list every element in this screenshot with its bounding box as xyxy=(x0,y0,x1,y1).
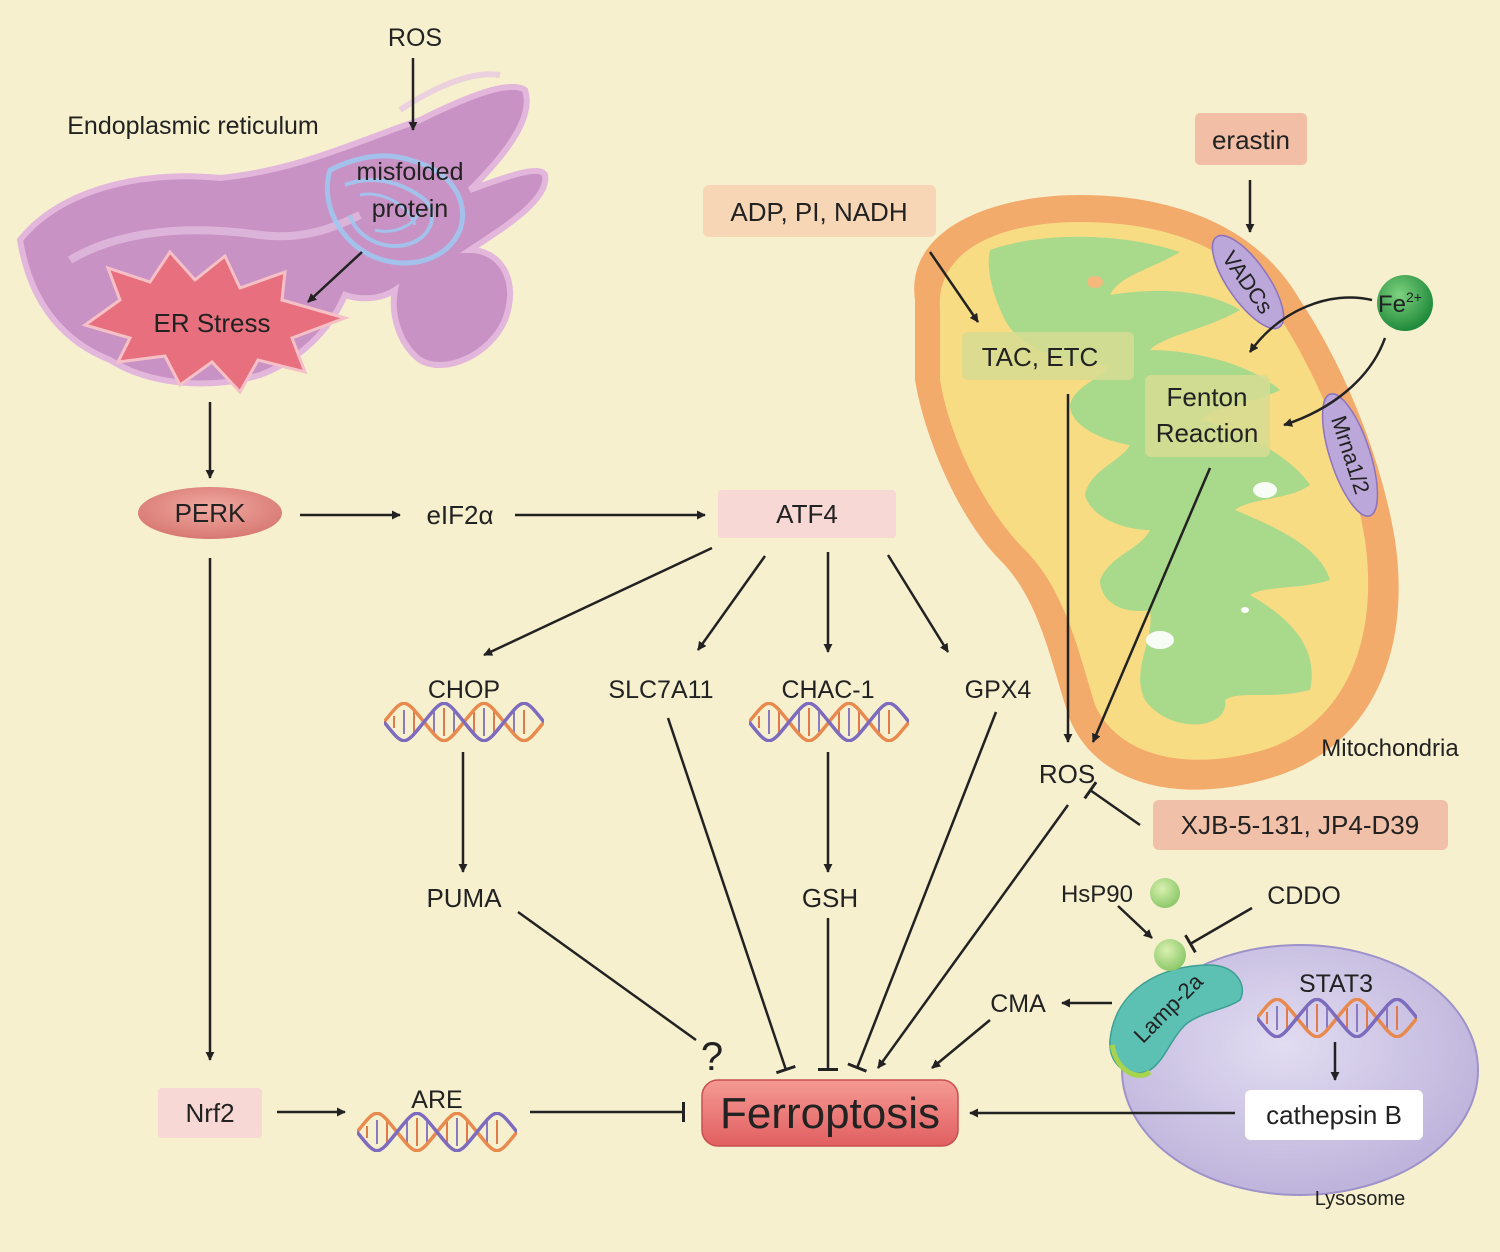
adp-label: ADP, PI, NADH xyxy=(730,197,907,227)
misfolded-label-2: protein xyxy=(372,195,448,223)
tac-etc-label: TAC, ETC xyxy=(982,342,1099,372)
fe-ion-ball xyxy=(1377,275,1433,331)
arrow-atf4-to-slc7a11 xyxy=(696,555,767,651)
are-label: ARE xyxy=(411,1086,462,1114)
cathepsin-label: cathepsin B xyxy=(1266,1100,1402,1130)
eif2a-label: eIF2α xyxy=(426,500,493,530)
xjb-label: XJB-5-131, JP4-D39 xyxy=(1181,810,1419,840)
inhibit-cddo-to-lamp xyxy=(1184,906,1253,954)
adp-box xyxy=(703,185,936,237)
cathepsin-box xyxy=(1245,1090,1423,1140)
chop-label: CHOP xyxy=(428,676,500,704)
fenton-label-1: Fenton xyxy=(1167,382,1248,412)
arrow-fe-to-tac xyxy=(1248,296,1373,353)
hsp90-ball xyxy=(1150,878,1180,908)
question-mark: ? xyxy=(701,1035,723,1079)
lamp-2a-receptor xyxy=(1109,964,1244,1078)
fenton-label-2: Reaction xyxy=(1156,418,1259,448)
ferroptosis-label: Ferroptosis xyxy=(720,1089,940,1138)
erastin-label: erastin xyxy=(1212,125,1290,155)
arrow-hsp90-to-lamp xyxy=(1117,905,1153,939)
chac1-dna-icon xyxy=(749,702,909,742)
arrow-ros-to-ferroptosis xyxy=(876,804,1070,1069)
chop-dna-icon xyxy=(384,702,544,742)
mrna-channel xyxy=(1321,393,1379,517)
atf4-label: ATF4 xyxy=(776,499,838,529)
inhibit-gpx4-to-ferroptosis xyxy=(847,711,998,1073)
arrow-atf4-to-chop xyxy=(483,546,713,657)
er-title: Endoplasmic reticulum xyxy=(67,112,319,140)
er-stress-burst xyxy=(81,249,350,395)
perk-node xyxy=(138,487,282,539)
tac-etc-box xyxy=(962,332,1134,380)
inhibit-slc7a11-to-ferroptosis xyxy=(666,717,796,1075)
are-dna-icon xyxy=(357,1112,517,1152)
perk-label: PERK xyxy=(175,498,246,528)
er-stress-label: ER Stress xyxy=(153,308,270,338)
mitochondria-label: Mitochondria xyxy=(1321,735,1459,762)
misfolded-label-1: misfolded xyxy=(357,158,464,186)
nrf2-box xyxy=(158,1088,262,1138)
arrow-cma-to-ferroptosis xyxy=(931,1019,991,1069)
lysosome-label: Lysosome xyxy=(1315,1188,1405,1210)
cddo-label: CDDO xyxy=(1267,882,1341,910)
vadcs-channel xyxy=(1211,234,1285,330)
erastin-box xyxy=(1195,113,1307,165)
chac1-label: CHAC-1 xyxy=(781,676,874,704)
arrow-atf4-to-gpx4 xyxy=(886,554,950,653)
ferroptosis-box xyxy=(701,1079,959,1147)
ros-top-label: ROS xyxy=(388,24,442,52)
arrow-misfolded-to-er-stress xyxy=(307,251,363,303)
puma-label: PUMA xyxy=(426,883,502,913)
arrow-fe-to-fenton xyxy=(1283,337,1387,427)
hsp90-label: HsP90 xyxy=(1061,881,1133,908)
cma-label: CMA xyxy=(990,990,1046,1018)
slc7a11-label: SLC7A11 xyxy=(608,676,713,704)
stat3-label: STAT3 xyxy=(1299,970,1373,998)
line-puma-to-question xyxy=(517,910,697,1042)
hsp90-bound-ball xyxy=(1154,939,1186,971)
fenton-box xyxy=(1145,375,1270,457)
nrf2-label: Nrf2 xyxy=(185,1098,234,1128)
arrow-fenton-to-ros xyxy=(1091,467,1212,743)
ros-mid-label: ROS xyxy=(1039,759,1095,789)
xjb-box xyxy=(1153,800,1448,850)
fe-label: Fe2+ xyxy=(1378,289,1422,318)
inhibit-xjb-to-ros xyxy=(1083,781,1141,827)
gpx4-label: GPX4 xyxy=(965,676,1032,704)
gsh-label: GSH xyxy=(802,883,858,913)
arrow-adp-to-tac xyxy=(928,251,980,323)
atf4-box xyxy=(718,490,896,538)
